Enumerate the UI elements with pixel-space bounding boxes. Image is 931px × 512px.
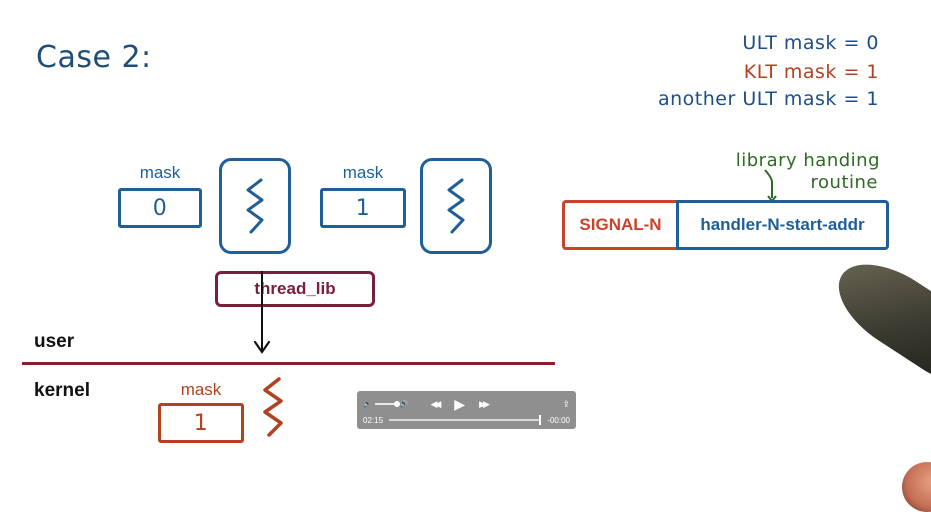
progress-bar[interactable] (389, 415, 542, 425)
user-kernel-divider (22, 362, 555, 365)
signal-name: SIGNAL-N (579, 215, 662, 234)
slide-title: Case 2: (36, 40, 152, 75)
squiggle-thread-icon (246, 178, 264, 234)
arrow-down-icon (261, 271, 263, 351)
ult1-thread-box (219, 158, 291, 254)
player-bottom-row: 02:15 -00:00 (363, 415, 570, 425)
ult1-mask-box: 0 (118, 188, 202, 228)
klt-mask-value: 1 (193, 410, 209, 436)
signal-cell: SIGNAL-N (562, 200, 679, 250)
klt-mask-box: 1 (158, 403, 244, 443)
pen-image (822, 245, 931, 392)
volume-low-icon[interactable]: 🔈 (363, 401, 372, 408)
annotation-line1: library handing (735, 150, 880, 171)
ult2-mask-box: 1 (320, 188, 406, 228)
ult2-thread-box (420, 158, 492, 254)
kernel-label: kernel (34, 380, 90, 401)
share-icon[interactable]: ⇪ (562, 398, 570, 409)
progress-knob[interactable] (539, 415, 542, 425)
thread-lib-label: thread_lib (254, 279, 336, 298)
volume-slider[interactable] (374, 401, 400, 407)
handler-cell: handler-N-start-addr (676, 200, 889, 250)
annotation-line2: routine (810, 172, 878, 193)
thread-lib-box: thread_lib (215, 271, 375, 307)
squiggle-thread-icon (263, 377, 283, 437)
note-another-ult-mask: another ULT mask = 1 (657, 88, 879, 110)
video-player-controls: 🔈 🔊 ◀◀ ▶ ▶▶ ⇪ 02:15 -00:00 (357, 391, 576, 429)
user-label: user (34, 331, 75, 352)
presenter-finger-image (902, 462, 931, 512)
handler-address: handler-N-start-addr (700, 215, 865, 234)
player-top-row: 🔈 🔊 ◀◀ ▶ ▶▶ ⇪ (363, 395, 570, 412)
klt-mask-label: mask (180, 380, 222, 399)
ult1-mask-label: mask (139, 163, 181, 182)
remaining-time: -00:00 (547, 415, 570, 425)
rewind-button[interactable]: ◀◀ (430, 398, 441, 409)
signal-table-row: SIGNAL-N handler-N-start-addr (562, 200, 889, 250)
volume-high-icon[interactable]: 🔊 (399, 401, 409, 408)
arrow-head-icon (253, 340, 271, 354)
note-klt-mask: KLT mask = 1 (743, 61, 879, 83)
fast-forward-button[interactable]: ▶▶ (479, 398, 490, 409)
ult1-mask-value: 0 (152, 195, 168, 221)
play-button[interactable]: ▶ (454, 395, 466, 412)
ult2-mask-label: mask (342, 163, 384, 182)
current-time: 02:15 (363, 415, 384, 425)
volume-knob[interactable] (393, 401, 400, 407)
note-ult-mask: ULT mask = 0 (742, 32, 879, 54)
annotation-pointer-icon (764, 169, 777, 203)
ult2-mask-value: 1 (355, 195, 371, 221)
squiggle-thread-icon (447, 178, 465, 234)
